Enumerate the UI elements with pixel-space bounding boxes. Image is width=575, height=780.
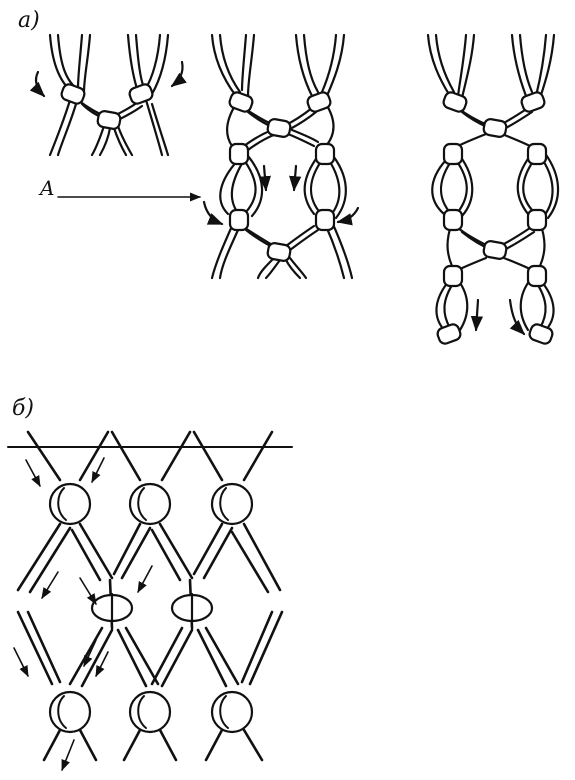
arrow-stage-2-inner-right xyxy=(289,164,302,192)
panel-b-knots-row-2 xyxy=(90,593,214,623)
panel-a-label: а) xyxy=(18,8,40,33)
arrow-stage-2-outer-right xyxy=(336,206,360,226)
panel-b-label: б) xyxy=(12,396,35,421)
panel-b-cords xyxy=(16,430,284,762)
panel-a-stage-3 xyxy=(426,33,560,334)
arrow-stage-1-right xyxy=(170,60,187,88)
panel-b-arrows xyxy=(13,457,153,772)
panel-b-knot-crescents-row-1 xyxy=(57,487,229,521)
callout-A-label: A xyxy=(40,176,55,200)
arrow-stage-2-inner-left xyxy=(258,164,271,192)
arrow-stage-3-left xyxy=(470,298,484,332)
panel-b-knots-row-1 xyxy=(48,482,254,526)
arrow-stage-3-right xyxy=(508,298,526,336)
arrow-stage-2-outer-left xyxy=(202,200,224,226)
panel-b-knots-row-3 xyxy=(48,690,254,734)
panel-a-stage-1-knots xyxy=(60,83,154,130)
panel-b-knot-crescents-row-3 xyxy=(57,695,229,729)
panel-a-stage-3-knots xyxy=(436,91,554,345)
arrow-stage-1-left xyxy=(29,70,46,98)
panel-a-stage-2-knots xyxy=(228,91,336,262)
